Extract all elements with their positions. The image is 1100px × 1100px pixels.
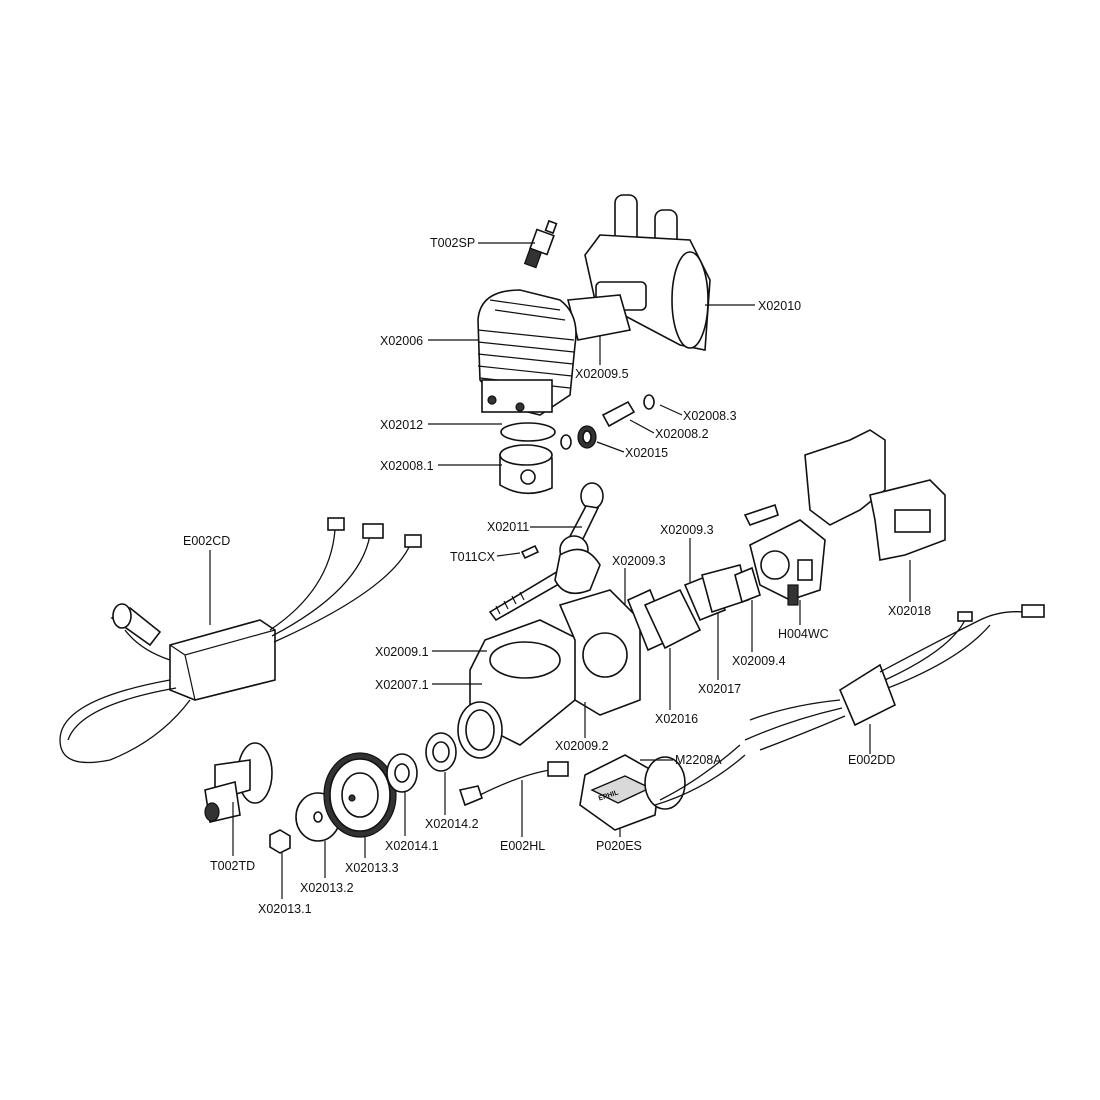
leader-line: [659, 404, 683, 416]
part-label-x02011: X02011: [487, 520, 529, 534]
cdi-ignition-module: [59, 517, 422, 764]
nut: [269, 829, 291, 854]
part-label-x02014-1: X02014.1: [385, 839, 439, 853]
muffler-gasket: [566, 294, 632, 341]
part-label-x02009-2: X02009.2: [555, 739, 609, 753]
part-label-x02009-5: X02009.5: [575, 367, 629, 381]
part-label-x02010: X02010: [758, 299, 801, 313]
part-label-t002sp: T002SP: [430, 236, 475, 250]
circlip-small: [643, 394, 655, 410]
cylinder: [477, 289, 577, 416]
bearing-x02014-1: [386, 753, 418, 793]
part-label-e002dd: E002DD: [848, 753, 895, 767]
part-label-x02009-3: X02009.3: [612, 554, 666, 568]
esc-controller: [744, 604, 1045, 751]
part-label-t002td: T002TD: [210, 859, 255, 873]
needle-bearing: [577, 425, 597, 449]
part-label-x02016: X02016: [655, 712, 698, 726]
woodruff-key: [520, 544, 540, 560]
piston-pin: [601, 400, 636, 428]
hall-sensor: [458, 761, 569, 807]
crankcase: [457, 589, 641, 759]
part-label-e002cd: E002CD: [183, 534, 230, 548]
spark-plug: [523, 219, 558, 269]
electric-starter: EPHIL: [579, 744, 746, 831]
part-label-x02006: X02006: [380, 334, 423, 348]
part-label-x02009-3: X02009.3: [660, 523, 714, 537]
part-label-x02009-1: X02009.1: [375, 645, 429, 659]
leader-line: [496, 552, 521, 557]
part-label-h004wc: H004WC: [778, 627, 829, 641]
piston: [499, 444, 553, 495]
part-label-x02015: X02015: [625, 446, 668, 460]
part-label-x02008-3: X02008.3: [683, 409, 737, 423]
piston-ring: [500, 422, 556, 442]
part-label-x02008-1: X02008.1: [380, 459, 434, 473]
muffler: [584, 194, 711, 351]
intake-stack: [626, 564, 761, 652]
part-label-x02012: X02012: [380, 418, 423, 432]
part-label-x02018: X02018: [888, 604, 931, 618]
part-label-x02007-1: X02007.1: [375, 678, 429, 692]
crankshaft: [488, 548, 601, 622]
part-label-e002hl: E002HL: [500, 839, 545, 853]
part-label-x02013-2: X02013.2: [300, 881, 354, 895]
leader-line: [629, 419, 655, 434]
part-label-x02009-4: X02009.4: [732, 654, 786, 668]
drive-gear: [323, 752, 397, 838]
part-label-x02008-2: X02008.2: [655, 427, 709, 441]
circlip: [560, 434, 572, 450]
part-label-x02017: X02017: [698, 682, 741, 696]
bearing-x02014-2: [425, 732, 457, 772]
part-label-t011cx: T011CX: [450, 550, 496, 564]
part-label-x02013-1: X02013.1: [258, 902, 312, 916]
part-label-p020es: P020ES: [596, 839, 642, 853]
part-label-m2208a: M2208A: [675, 753, 722, 767]
output-hub: [204, 742, 273, 823]
part-label-x02014-2: X02014.2: [425, 817, 479, 831]
part-label-x02013-3: X02013.3: [345, 861, 399, 875]
leader-line: [596, 441, 625, 453]
engine-mount: [804, 429, 946, 561]
carburetor: [743, 503, 826, 606]
